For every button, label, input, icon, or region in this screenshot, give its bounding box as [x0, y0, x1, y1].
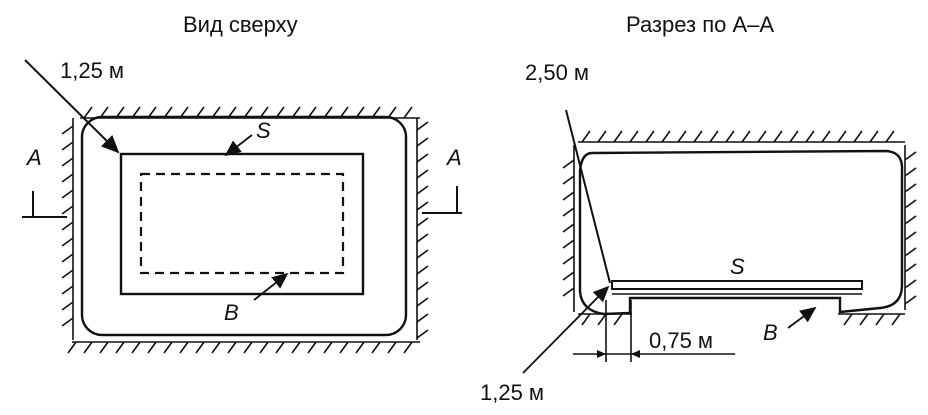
section-gap-arrow-right: [631, 350, 640, 358]
section-surface-s: [611, 280, 863, 290]
top-view-room-outline: [80, 115, 408, 337]
section-s-label: S: [730, 254, 745, 279]
top-view-area-b: [139, 172, 345, 275]
top-view-surface-s: [119, 152, 365, 296]
section-gap-arrow-left: [597, 350, 606, 358]
section-marker-left-label: A: [25, 145, 42, 170]
section-marker-left: [22, 191, 67, 218]
section-bottom-dim-label: 1,25 м: [480, 380, 544, 405]
section-marker-right-label: A: [445, 145, 462, 170]
section-marker-right: [422, 186, 462, 214]
top-view-s-pointer: [224, 134, 253, 157]
section-view-title-text: Разрез по A–A: [626, 12, 774, 37]
section-view-title: Разрез по A–A: [626, 12, 774, 37]
section-view-hatching: [562, 130, 917, 326]
section-bottom-dim-arrow: [522, 285, 610, 374]
top-view-dim-label: 1,25 м: [60, 58, 124, 83]
section-dim-top-label: 2,50 м: [525, 60, 589, 85]
section-b-pointer: [787, 306, 817, 329]
top-view-title: Вид сверху: [183, 12, 298, 37]
section-slant-line: [565, 109, 611, 284]
top-view-hatching: [61, 106, 429, 354]
top-view-b-label: B: [224, 300, 239, 325]
section-gap-label: 0,75 м: [649, 328, 713, 353]
top-view-s-label: S: [256, 118, 271, 143]
section-b-label: B: [763, 320, 778, 345]
top-view-b-pointer: [253, 272, 289, 301]
top-view-dim-arrow: [24, 59, 120, 154]
